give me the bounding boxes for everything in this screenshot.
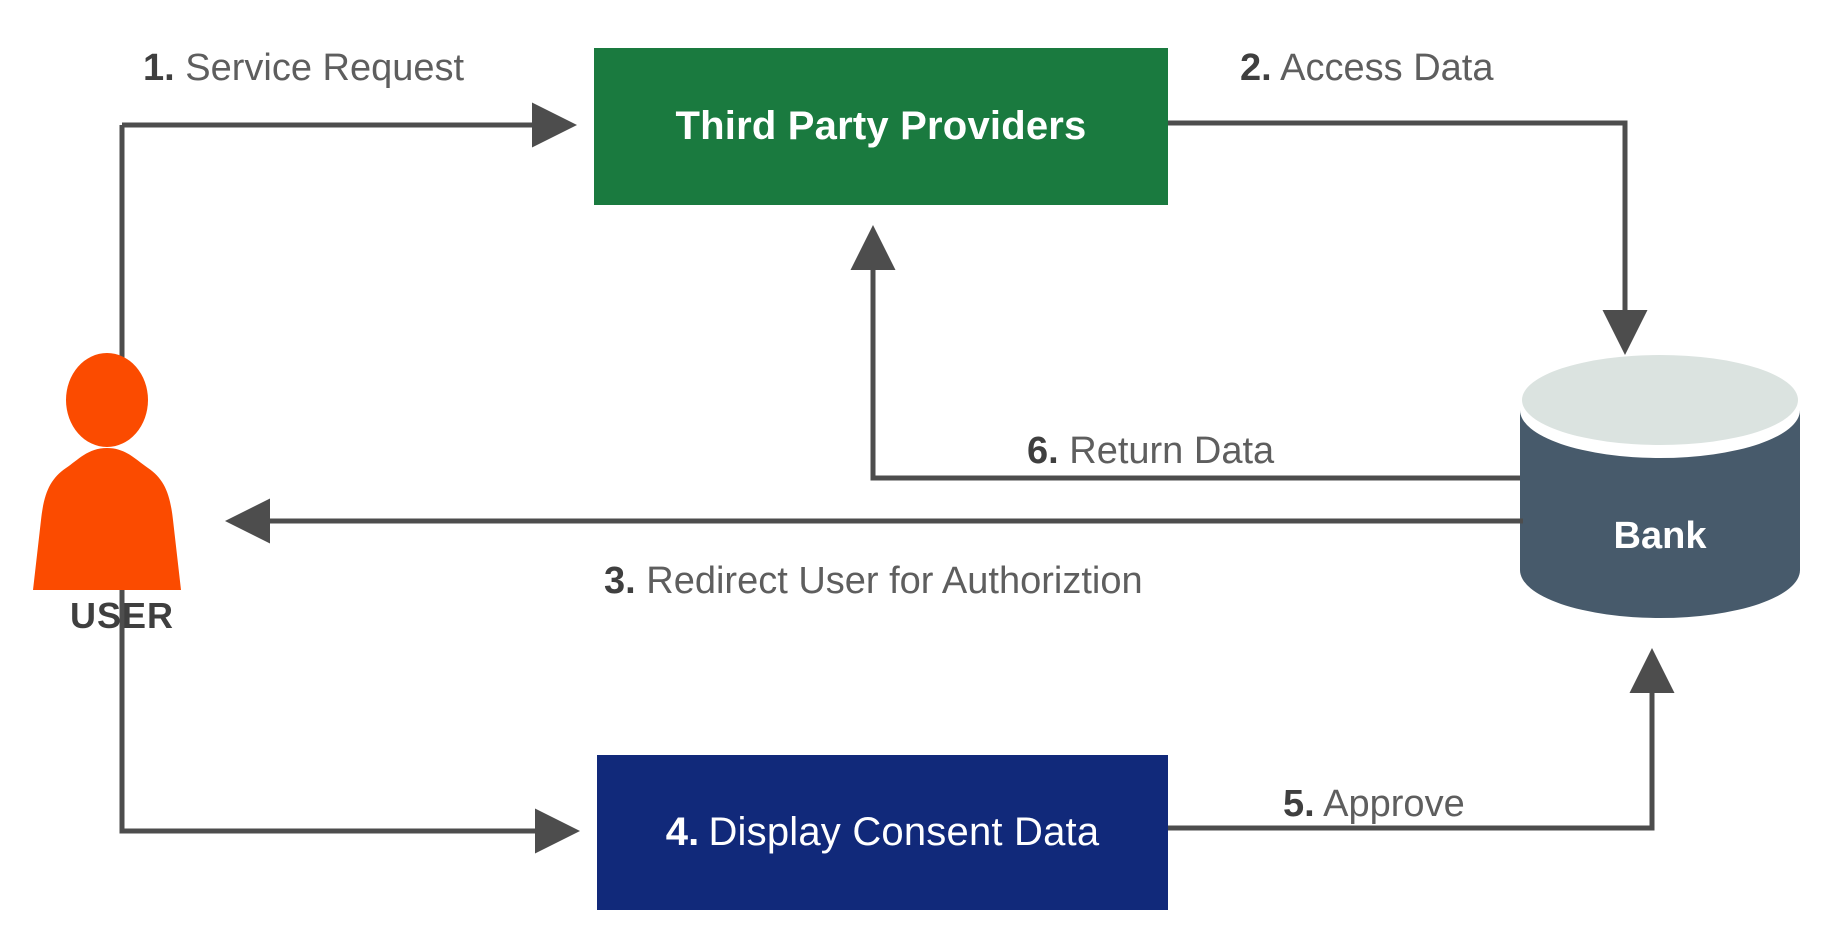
edge-6-arrow[interactable] — [850, 224, 1520, 481]
edge-5-step-number: 5. — [1283, 783, 1315, 825]
edge-1-step-number: 1. — [143, 47, 175, 89]
third-party-providers-box[interactable]: Third Party Providers — [594, 48, 1168, 205]
edge-2-text: Access Data — [1271, 47, 1494, 89]
edge-5-label: 5. Approve — [1283, 783, 1465, 826]
user-label: USER — [69, 595, 175, 636]
third-party-providers-label: Third Party Providers — [675, 104, 1087, 148]
edge-2-arrow[interactable] — [1168, 120, 1648, 356]
edge-6-label: 6. Return Data — [1027, 430, 1274, 473]
edge-1-label: 1. Service Request — [143, 47, 464, 90]
edge-1-text: Service Request — [174, 47, 465, 89]
edge-3-step-number: 3. — [604, 560, 636, 602]
consent-step-number: 4. — [665, 810, 700, 854]
edge-2-label: 2. Access Data — [1240, 47, 1493, 90]
edge-6-step-number: 6. — [1027, 430, 1059, 472]
edge-2-step-number: 2. — [1240, 47, 1272, 89]
edge-5-arrow[interactable] — [1168, 647, 1675, 831]
edge-5-text: Approve — [1314, 783, 1465, 825]
edge-4-arrow[interactable] — [119, 590, 581, 854]
display-consent-data-box[interactable]: 4. Display Consent Data — [597, 755, 1168, 910]
bank-label: Bank — [1613, 515, 1707, 557]
edge-3-label: 3. Redirect User for Authoriztion — [604, 560, 1143, 603]
consent-label: Display Consent Data — [708, 810, 1100, 854]
user-person-icon — [33, 353, 181, 590]
edge-3-text: Redirect User for Authoriztion — [635, 560, 1143, 602]
bank-cylinder[interactable] — [1520, 355, 1800, 618]
edge-6-text: Return Data — [1058, 430, 1275, 472]
